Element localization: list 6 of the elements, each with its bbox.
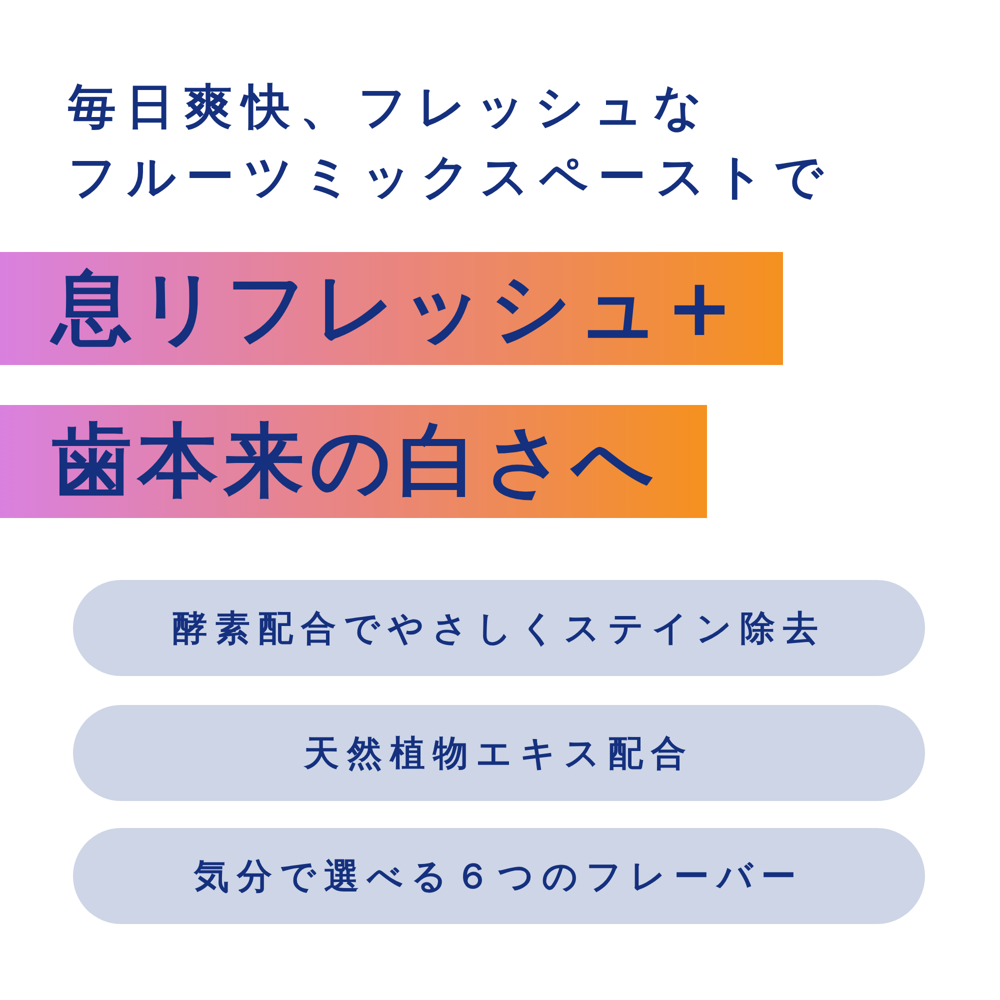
feature-pill: 気分で選べる６つのフレーバー	[73, 828, 925, 924]
feature-pill: 天然植物エキス配合	[73, 705, 925, 801]
headline-banner: 息リフレッシュ+	[0, 252, 783, 365]
headline-banner: 歯本来の白さへ	[0, 405, 707, 518]
feature-pill: 酵素配合でやさしくステイン除去	[73, 580, 925, 676]
title-heading: 毎日爽快、フレッシュなフルーツミックスペーストで	[68, 78, 833, 207]
